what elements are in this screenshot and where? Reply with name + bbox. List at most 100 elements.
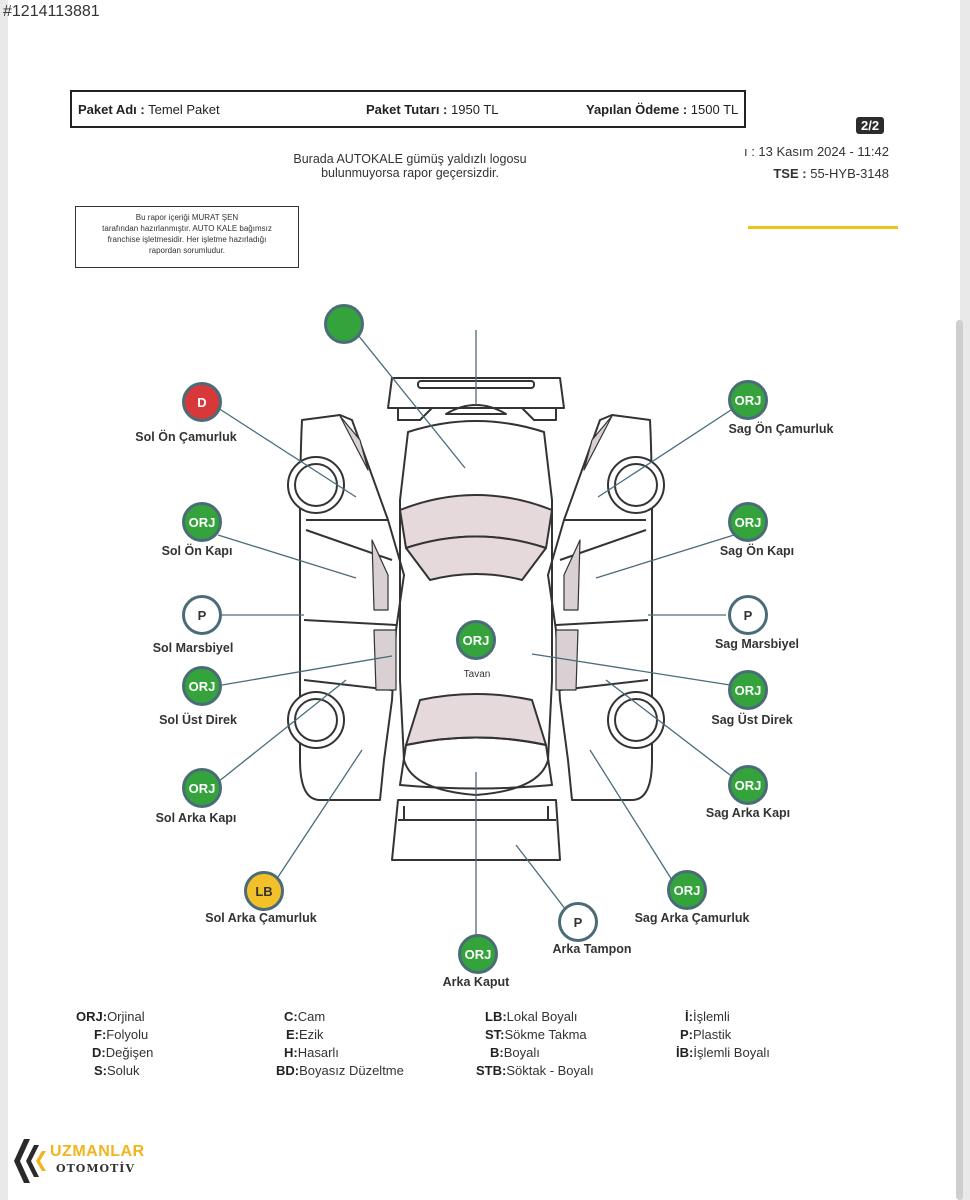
part-status-marker: ORJ <box>182 666 222 706</box>
part-label: Sol Üst Direk <box>159 713 237 727</box>
part-label: Sol Ön Çamurluk <box>135 430 237 444</box>
legend-code: İ: <box>685 1009 693 1024</box>
package-info-box: Paket Adı : Temel Paket Paket Tutarı : 1… <box>70 90 746 128</box>
legend-text: Sökme Takma <box>504 1027 587 1042</box>
tse-line: TSE : 55-HYB-3148 <box>773 166 889 181</box>
disclaimer-line-3: franchise işletmesidir. Her işletme hazı… <box>107 235 267 244</box>
car-outline <box>287 377 665 861</box>
part-status-marker: ORJ <box>182 502 222 542</box>
logo-mark-icon <box>14 1139 46 1183</box>
part-label: Arka Tampon <box>552 942 632 956</box>
legend-text: Folyolu <box>106 1027 149 1042</box>
legend-item: P:Plastik <box>680 1027 731 1042</box>
part-label: Sol Marsbiyel <box>152 641 234 655</box>
part-status-marker: P <box>728 595 768 635</box>
legend-code: C: <box>284 1009 298 1024</box>
legend-text: İşlemli <box>692 1009 730 1024</box>
disclaimer-line-2: tarafından hazırlanmıştır. AUTO KALE bağ… <box>102 224 272 233</box>
disclaimer-line-1: Bu rapor içeriği MURAT ŞEN <box>135 213 239 222</box>
listing-id: #1214113881 <box>3 3 100 20</box>
part-status-marker <box>324 304 364 344</box>
package-name-value: Temel Paket <box>148 102 220 117</box>
legend-text: Orjinal <box>107 1009 145 1024</box>
part-label: Sag Ön Kapı <box>719 544 795 558</box>
part-status-marker: ORJ <box>728 670 768 710</box>
legend-item: ST:Sökme Takma <box>485 1027 587 1042</box>
legend-text: Ezik <box>299 1027 324 1042</box>
legend-code: D: <box>92 1045 106 1060</box>
package-name-label: Paket Adı : <box>78 102 145 117</box>
legend-item: BD:Boyasız Düzeltme <box>276 1063 404 1078</box>
part-status-marker: D <box>182 382 222 422</box>
disclaimer-line-4: rapordan sorumludur. <box>148 246 226 255</box>
part-label: Sag Üst Direk <box>711 713 793 727</box>
legend-text: Lokal Boyalı <box>506 1009 578 1024</box>
legend-item: LB:Lokal Boyalı <box>485 1009 578 1024</box>
part-label: Sol Arka Kapı <box>155 811 237 825</box>
legend-text: Hasarlı <box>297 1045 339 1060</box>
legend-item: B:Boyalı <box>490 1045 540 1060</box>
legend-item: D:Değişen <box>92 1045 153 1060</box>
legend-code: İB: <box>676 1045 694 1060</box>
legend-text: Boyalı <box>503 1045 540 1060</box>
legend-code: E: <box>286 1027 299 1042</box>
legend-code: LB: <box>485 1009 507 1024</box>
legend-code: F: <box>94 1027 107 1042</box>
disclaimer-box: Bu rapor içeriği MURAT ŞEN tarafından ha… <box>75 206 299 268</box>
leader-lines <box>217 330 735 935</box>
part-status-marker: ORJ <box>728 502 768 542</box>
scrollbar[interactable] <box>956 320 963 1200</box>
authenticity-notice: Burada AUTOKALE gümüş yaldızlı logosu bu… <box>270 152 550 180</box>
payment-label: Yapılan Ödeme : <box>586 102 688 117</box>
legend-text: Boyasız Düzeltme <box>299 1063 404 1078</box>
logo-text-line-2: OTOMOTİV <box>56 1162 135 1175</box>
part-status-marker: P <box>558 902 598 942</box>
package-amount-value: 1950 TL <box>451 102 499 117</box>
legend-code: STB: <box>476 1063 507 1078</box>
part-label: Sag Ön Çamurluk <box>728 422 834 436</box>
legend-text: Plastik <box>693 1027 732 1042</box>
legend-text: Soluk <box>107 1063 140 1078</box>
tse-value: 55-HYB-3148 <box>810 166 889 181</box>
accent-line <box>748 226 898 229</box>
legend-code: ST: <box>485 1027 505 1042</box>
part-label: Sag Arka Çamurluk <box>634 911 750 925</box>
part-status-marker: ORJ <box>182 768 222 808</box>
report-date: ı : 13 Kasım 2024 - 11:42 <box>743 144 889 159</box>
legend-item: İB:İşlemli Boyalı <box>676 1045 770 1060</box>
part-status-marker: ORJ <box>667 870 707 910</box>
page-badge: 2/2 <box>856 117 885 134</box>
report-page <box>8 0 960 1200</box>
notice-line-2: bulunmuyorsa rapor geçersizdir. <box>321 166 499 180</box>
company-logo: UZMANLAR OTOMOTİV <box>14 1135 154 1190</box>
part-label: Arka Kaput <box>442 975 510 989</box>
notice-line-1: Burada AUTOKALE gümüş yaldızlı logosu <box>293 152 527 166</box>
payment-value: 1500 TL <box>690 102 739 117</box>
legend-code: ORJ: <box>76 1009 108 1024</box>
legend-code: H: <box>284 1045 298 1060</box>
legend-item: C:Cam <box>284 1009 325 1024</box>
legend-text: İşlemli Boyalı <box>693 1045 770 1060</box>
logo-text-line-1: UZMANLAR <box>50 1143 145 1160</box>
part-label: Tavan <box>463 669 491 680</box>
legend-item: H:Hasarlı <box>284 1045 339 1060</box>
part-status-marker: ORJ <box>728 380 768 420</box>
legend-text: Değişen <box>105 1045 154 1060</box>
legend-item: E:Ezik <box>286 1027 324 1042</box>
part-status-marker: ORJ <box>728 765 768 805</box>
legend-item: F:Folyolu <box>94 1027 148 1042</box>
legend-item: STB:Söktak - Boyalı <box>476 1063 594 1078</box>
legend-item: S:Soluk <box>94 1063 140 1078</box>
part-label: Sol Ön Kapı <box>161 544 233 558</box>
part-status-marker: ORJ <box>458 934 498 974</box>
legend-code: S: <box>94 1063 107 1078</box>
legend-text: Cam <box>297 1009 326 1024</box>
part-label: Sag Marsbiyel <box>714 637 800 651</box>
package-amount-label: Paket Tutarı : <box>366 102 448 117</box>
legend-item: ORJ:Orjinal <box>76 1009 145 1024</box>
legend-item: İ:İşlemli <box>685 1009 730 1024</box>
tse-label: TSE : <box>773 166 807 181</box>
legend-code: B: <box>490 1045 504 1060</box>
part-status-marker: P <box>182 595 222 635</box>
